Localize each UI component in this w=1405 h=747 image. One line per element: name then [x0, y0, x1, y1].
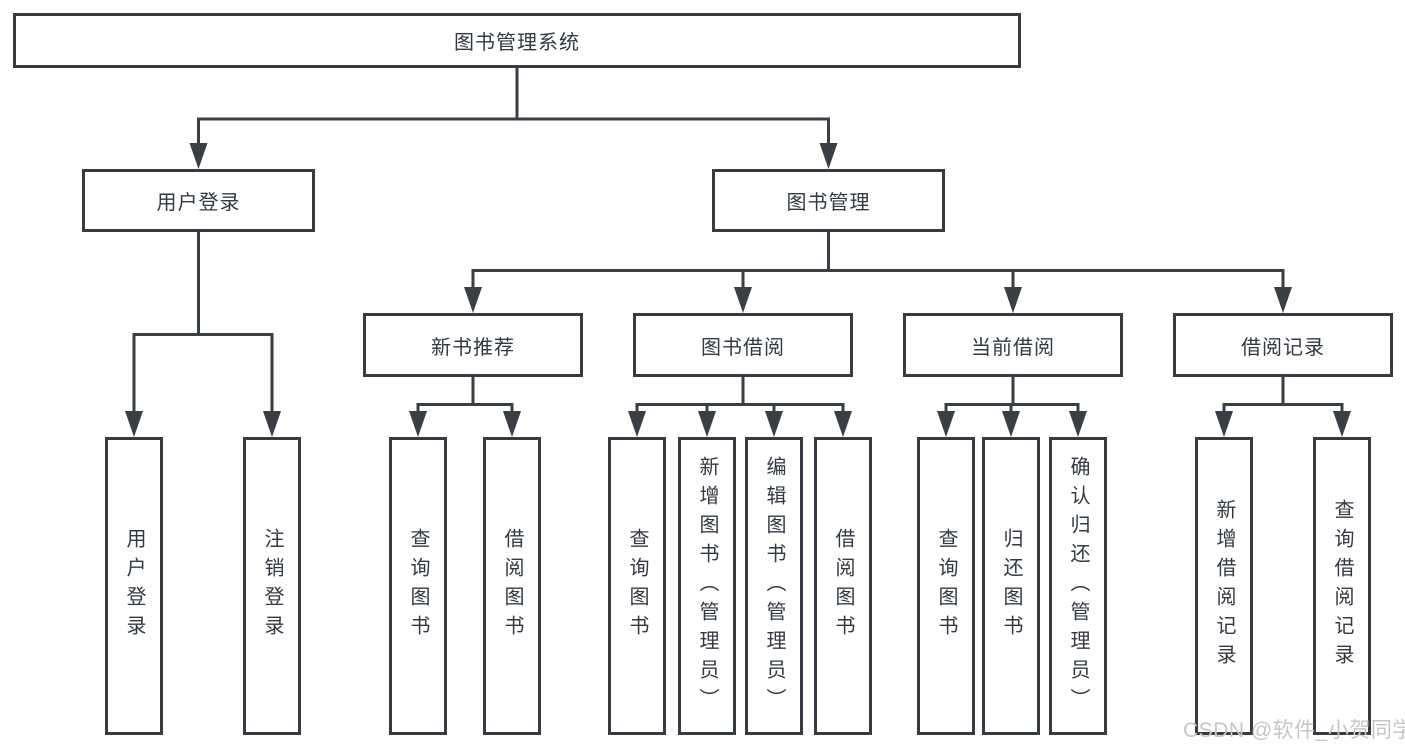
- leaf-borrow-borrow-books-label: 借阅图书: [832, 528, 854, 644]
- node-root-label: 图书管理系统: [454, 32, 580, 54]
- leaf-borrow-query-books-label: 查询图书: [626, 528, 648, 644]
- leaf-records-query-record-label: 查询借阅记录: [1331, 499, 1353, 673]
- node-borrow-records-label: 借阅记录: [1241, 336, 1325, 359]
- connector-book-mgmt-children: [464, 232, 1292, 313]
- node-borrow-records: 借阅记录: [1173, 313, 1393, 377]
- connector-user-login-children: [125, 232, 281, 437]
- csdn-watermark: CSDN @软件_小贺同学: [1183, 719, 1405, 742]
- node-root: 图书管理系统: [13, 13, 1021, 68]
- leaf-user-login: 用户登录: [105, 437, 163, 735]
- leaf-current-query-books-label: 查询图书: [935, 528, 957, 644]
- leaf-newbook-borrow-books: 借阅图书: [483, 437, 541, 735]
- leaf-current-return-books-label: 归还图书: [1000, 528, 1022, 644]
- leaf-current-confirm-return-admin: 确认归还（管理员）: [1049, 437, 1107, 735]
- leaf-logout-label: 注销登录: [261, 528, 283, 644]
- node-book-borrow-label: 图书借阅: [701, 336, 785, 359]
- connector-book-borrow-children: [628, 377, 852, 437]
- leaf-borrow-add-books-admin-label: 新增图书（管理员）: [696, 455, 718, 717]
- node-book-borrow: 图书借阅: [633, 313, 853, 377]
- leaf-borrow-query-books: 查询图书: [608, 437, 666, 735]
- connector-new-book-children: [409, 377, 521, 437]
- leaf-newbook-query-books-label: 查询图书: [407, 528, 429, 644]
- node-book-mgmt-label: 图书管理: [786, 192, 871, 214]
- node-user-login: 用户登录: [82, 169, 315, 232]
- connector-root-to-level2: [189, 68, 838, 169]
- node-user-login-label: 用户登录: [156, 192, 241, 214]
- node-book-mgmt: 图书管理: [712, 169, 945, 232]
- leaf-logout: 注销登录: [243, 437, 301, 735]
- leaf-current-query-books: 查询图书: [917, 437, 975, 735]
- node-current-borrow: 当前借阅: [903, 313, 1123, 377]
- leaf-current-confirm-return-admin-label: 确认归还（管理员）: [1067, 455, 1089, 717]
- leaf-current-return-books: 归还图书: [982, 437, 1040, 735]
- connector-current-borrow-children: [937, 377, 1087, 437]
- leaf-user-login-label: 用户登录: [123, 528, 145, 644]
- leaf-records-query-record: 查询借阅记录: [1313, 437, 1371, 735]
- leaf-records-add-record-label: 新增借阅记录: [1213, 499, 1235, 673]
- leaf-records-add-record: 新增借阅记录: [1195, 437, 1253, 735]
- leaf-borrow-edit-books-admin: 编辑图书（管理员）: [745, 437, 803, 735]
- node-new-book-recommend: 新书推荐: [363, 313, 583, 377]
- leaf-newbook-borrow-books-label: 借阅图书: [501, 528, 523, 644]
- leaf-newbook-query-books: 查询图书: [389, 437, 447, 735]
- leaf-borrow-edit-books-admin-label: 编辑图书（管理员）: [763, 455, 785, 717]
- leaf-borrow-borrow-books: 借阅图书: [814, 437, 872, 735]
- node-new-book-recommend-label: 新书推荐: [431, 336, 515, 359]
- leaf-borrow-add-books-admin: 新增图书（管理员）: [678, 437, 736, 735]
- node-current-borrow-label: 当前借阅: [971, 336, 1055, 359]
- connector-borrow-records-children: [1215, 377, 1351, 437]
